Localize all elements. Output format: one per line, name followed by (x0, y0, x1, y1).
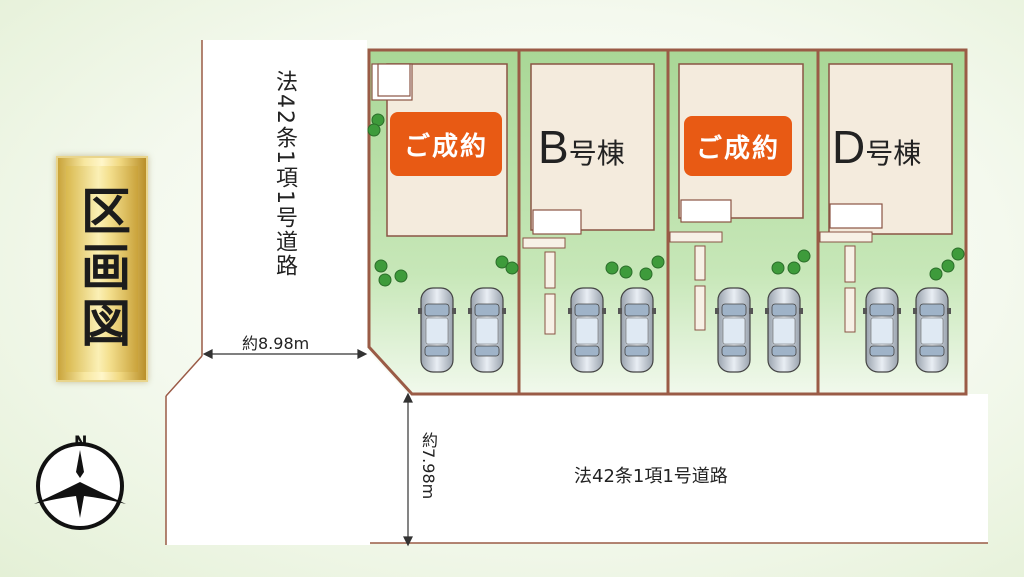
page-title: 区画図 (73, 185, 132, 353)
vertical-road-width: 約8.98m (242, 334, 310, 353)
horizontal-road-width: 約7.98m (419, 432, 438, 500)
compass-icon (34, 442, 126, 530)
compass: N (30, 432, 130, 532)
lot-c-sold-badge: ご成約 (684, 116, 792, 176)
horizontal-road-label: 法42条1項1号道路 (574, 466, 728, 487)
lot-a-sold-badge: ご成約 (390, 112, 502, 176)
dimension-vertical-road (202, 349, 368, 359)
lot-b-suffix: 号棟 (568, 138, 625, 169)
dimension-horizontal-road (403, 392, 413, 547)
lot-b-letter: B (538, 121, 569, 173)
lot-d-label: D号棟 (832, 120, 921, 174)
lot-b-label: B号棟 (538, 120, 625, 174)
lot-d-suffix: 号棟 (865, 138, 922, 169)
title-plate: 区画図 (56, 156, 148, 382)
vertical-road (166, 40, 988, 545)
vertical-road-label: 法42条1項1号道路 (272, 70, 297, 278)
lot-d-letter: D (832, 121, 866, 173)
